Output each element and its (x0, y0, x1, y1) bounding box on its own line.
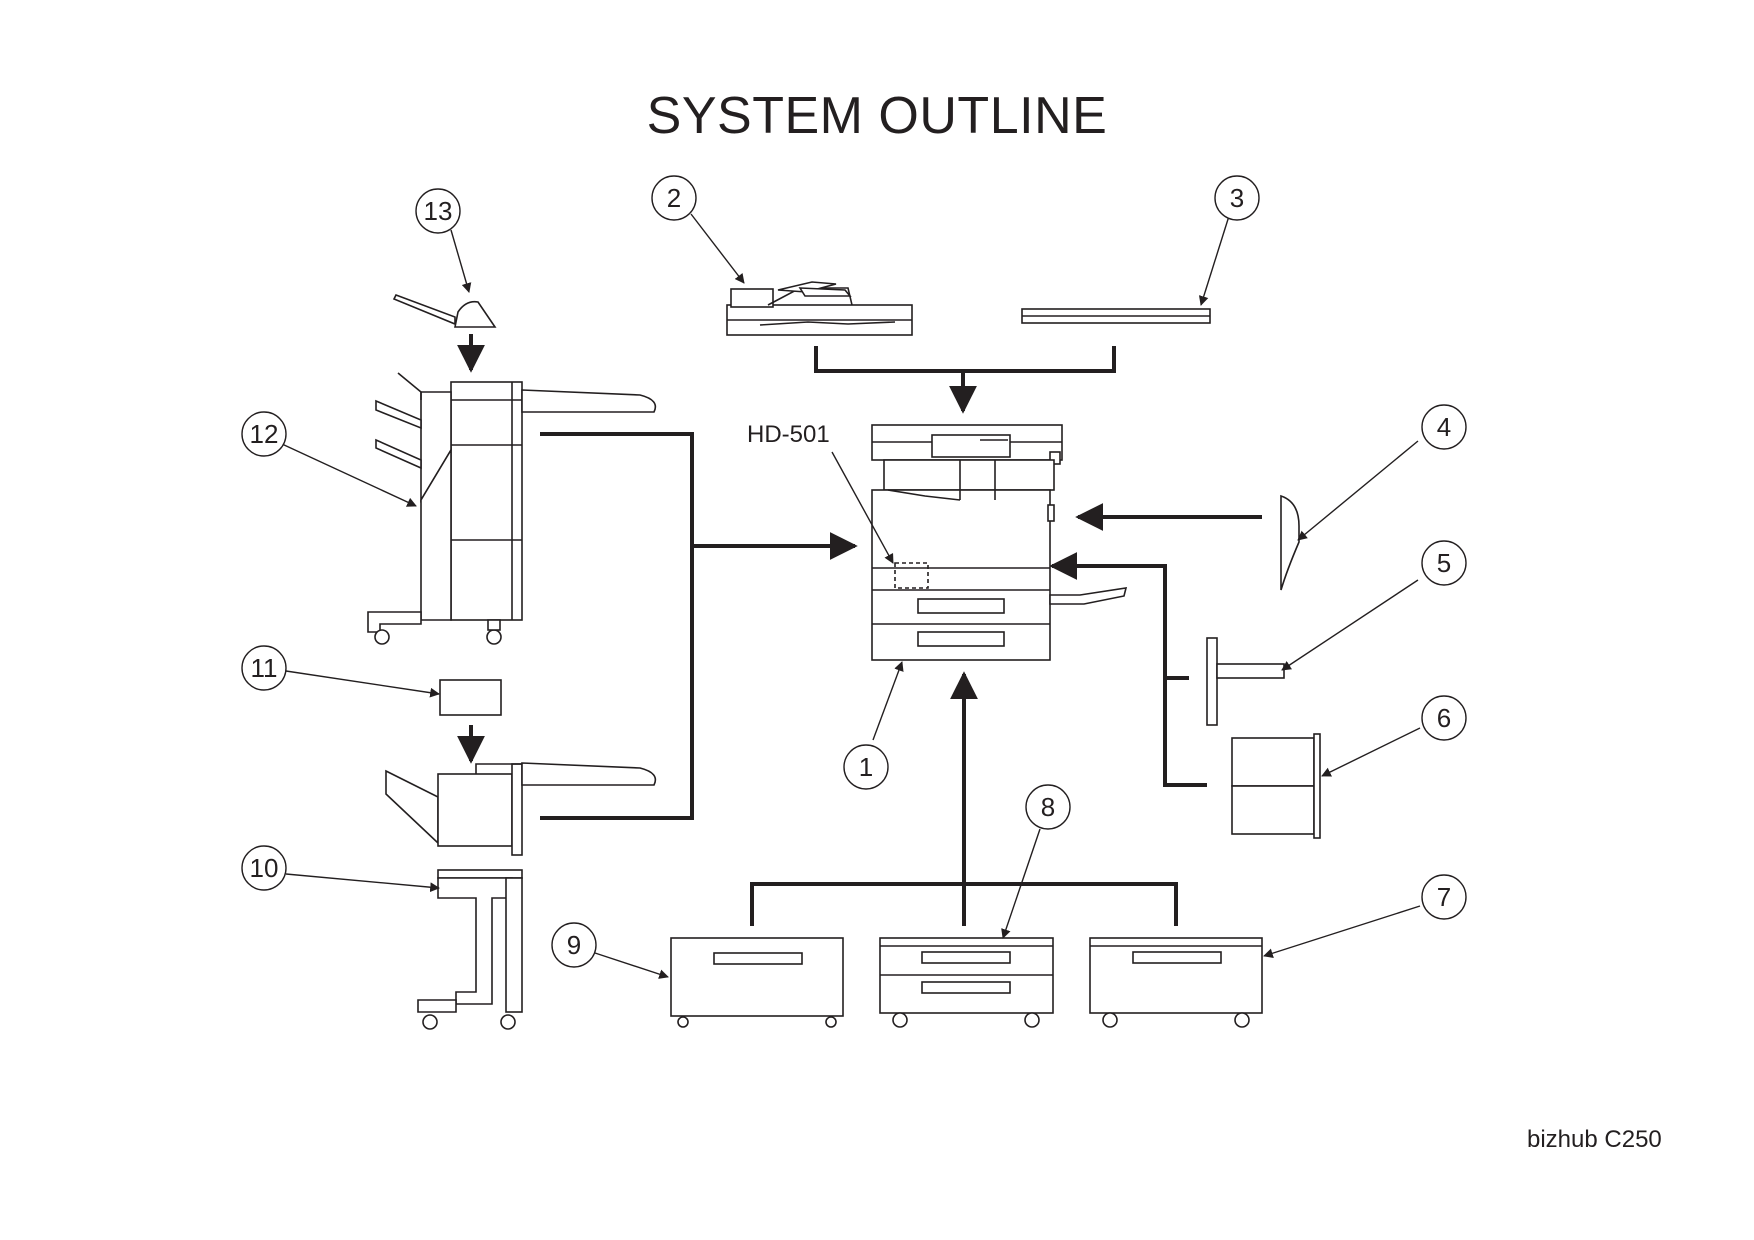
callout-13-number: 13 (424, 196, 453, 226)
callout-2-number: 2 (667, 183, 681, 213)
callout-12: 12 (241, 411, 287, 457)
leader-3 (1198, 215, 1230, 306)
callout-9-number: 9 (567, 930, 581, 960)
model-label: bizhub C250 (1527, 1126, 1662, 1153)
callout-10: 10 (241, 845, 287, 891)
page-title: SYSTEM OUTLINE (646, 87, 1108, 145)
leader-12 (281, 443, 417, 507)
item9-drawing (670, 937, 844, 1028)
leader-hd501 (831, 451, 894, 564)
item13-drawing (392, 293, 497, 328)
callout-8-number: 8 (1041, 792, 1055, 822)
leader-lines (281, 213, 1421, 979)
callout-3: 3 (1214, 175, 1260, 221)
callout-10-number: 10 (250, 853, 279, 883)
document-feeder-drawing (726, 281, 913, 336)
callout-11-number: 11 (251, 653, 278, 683)
item4-drawing (1280, 494, 1300, 591)
item10-drawing (385, 762, 657, 1030)
leader-2 (690, 213, 745, 284)
item7-drawing (1089, 937, 1263, 1028)
leader-8 (1001, 828, 1041, 939)
callout-7-number: 7 (1437, 882, 1451, 912)
callout-1: 1 (843, 744, 889, 790)
item11-drawing (439, 679, 502, 716)
callout-3-number: 3 (1230, 183, 1244, 213)
top-options-connector (814, 346, 1116, 373)
item5-drawing (1206, 637, 1285, 726)
callout-5-number: 5 (1437, 548, 1451, 578)
callout-8: 8 (1025, 784, 1071, 830)
callout-4: 4 (1421, 404, 1467, 450)
finisher-connector (540, 432, 694, 820)
original-cover-drawing (1021, 308, 1211, 324)
connection-lines (457, 334, 1262, 926)
side-options-connector (1049, 552, 1207, 787)
item12-drawing (367, 372, 657, 645)
leader-1 (872, 661, 904, 741)
callout-4-number: 4 (1437, 412, 1451, 442)
leader-11 (285, 670, 440, 698)
callout-7: 7 (1421, 874, 1467, 920)
callout-12-number: 12 (250, 419, 279, 449)
callout-13: 13 (415, 188, 461, 234)
hd-501-label: HD-501 (747, 421, 830, 448)
leader-9 (594, 952, 669, 979)
callouts: 1 2 3 4 5 6 7 (241, 175, 1467, 968)
leader-7 (1263, 905, 1421, 958)
main-unit-drawing (871, 424, 1128, 661)
callout-6: 6 (1421, 695, 1467, 741)
leader-5 (1281, 579, 1419, 671)
leader-6 (1321, 727, 1421, 777)
leader-13 (450, 229, 472, 293)
leader-10 (285, 873, 440, 893)
callout-2: 2 (651, 175, 697, 221)
callout-1-number: 1 (859, 752, 873, 782)
callout-9: 9 (551, 922, 597, 968)
callout-5: 5 (1421, 540, 1467, 586)
leader-4 (1297, 440, 1419, 541)
callout-6-number: 6 (1437, 703, 1451, 733)
callout-11: 11 (241, 645, 287, 691)
item8-drawing (879, 937, 1054, 1028)
item6-drawing (1231, 733, 1321, 839)
